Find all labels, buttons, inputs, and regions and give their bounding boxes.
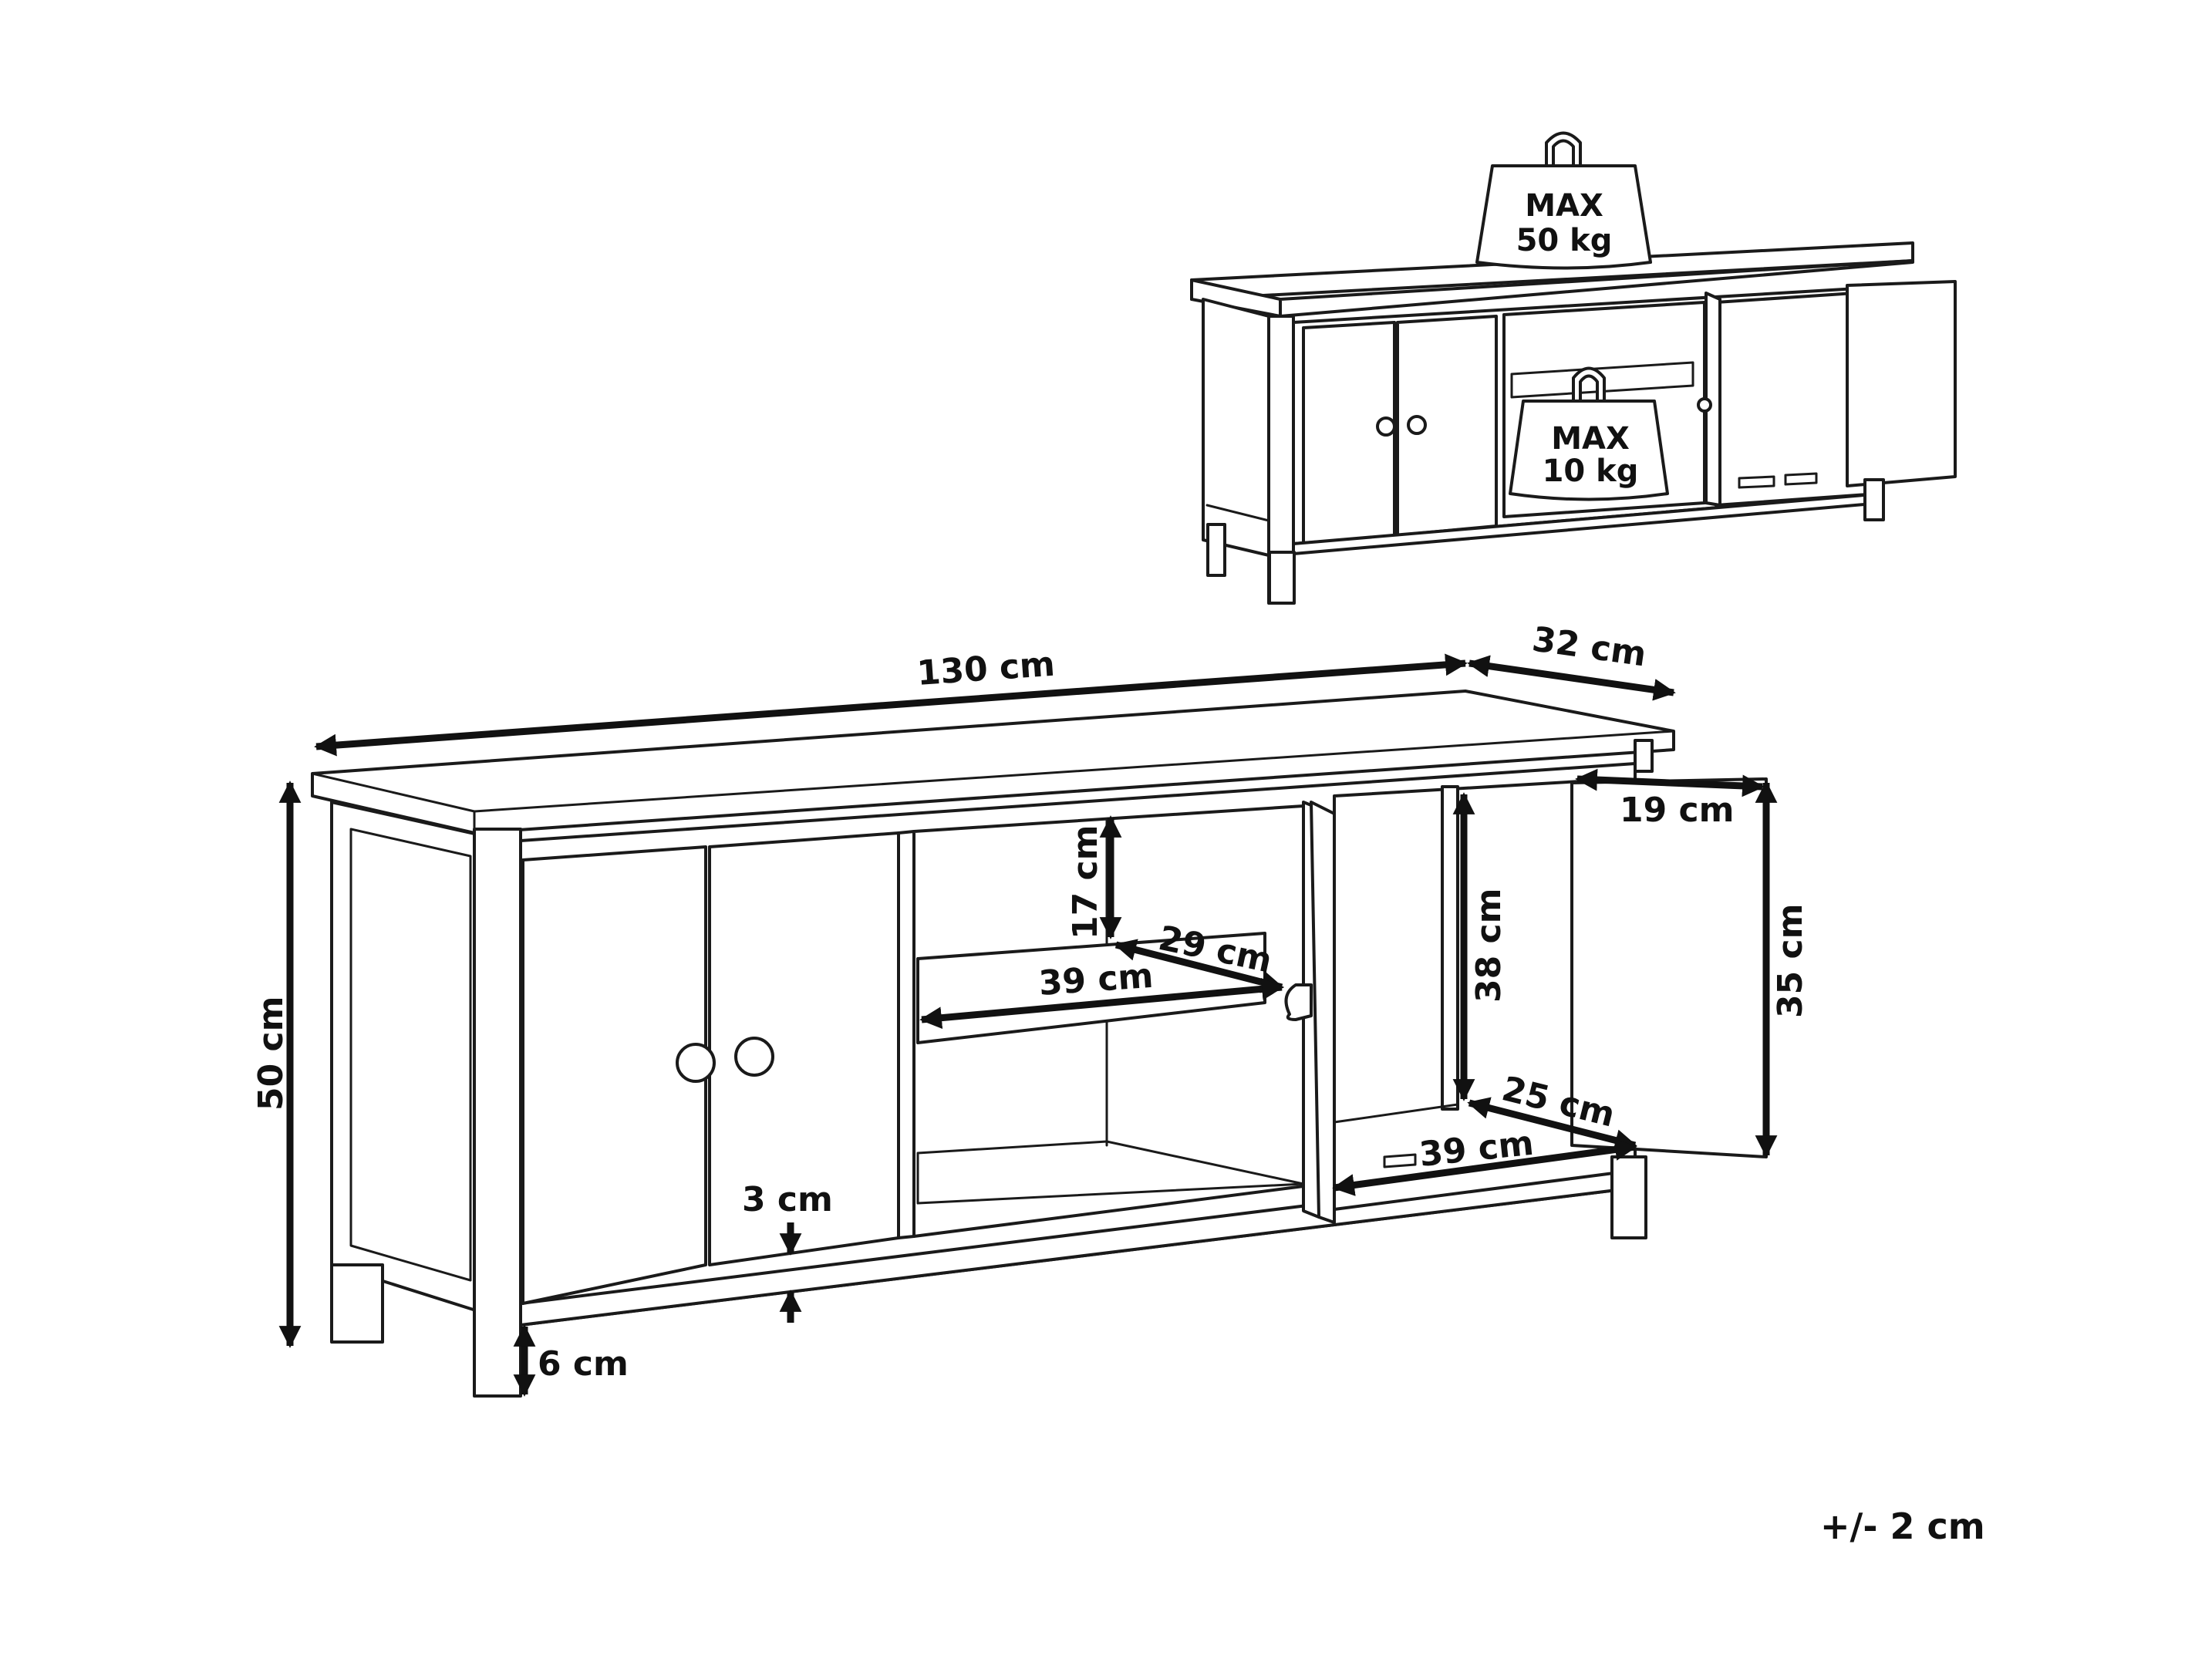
weight-top-line2: 50 kg: [1516, 223, 1613, 258]
weight-body-top: [1475, 164, 1652, 270]
weight-handle-top: [1545, 131, 1582, 167]
dimension-lines: [278, 653, 1778, 1397]
preview-open-door: [1846, 280, 1957, 487]
back-left-leg: [330, 1263, 384, 1344]
weight-icon-top: MAX 50 kg: [1475, 131, 1652, 270]
right-divider: [1441, 785, 1459, 1111]
left-side-panel: [330, 801, 480, 1313]
dim-door-width-line: [1575, 768, 1765, 797]
label-shelf-gap: 17 cm: [1066, 825, 1105, 939]
weight-body-shelf: [1509, 400, 1669, 501]
dim-bottom-depth-line: [1467, 1097, 1637, 1152]
label-door-width: 19 cm: [1620, 791, 1734, 830]
preview-knob-1: [1376, 416, 1396, 437]
label-depth: 32 cm: [1529, 619, 1648, 674]
preview-right-door-edge: [1705, 292, 1721, 507]
weight-shelf-line2: 10 kg: [1543, 454, 1639, 489]
main-cabinet: [311, 690, 1768, 1398]
label-inner-height: 38 cm: [1469, 889, 1509, 1003]
dim-shelf-width-line: [919, 977, 1284, 1030]
dim-width-line: [314, 653, 1468, 757]
label-height: 50 cm: [251, 996, 291, 1111]
label-leg-height: 6 cm: [538, 1344, 629, 1384]
knob-left-2: [734, 1037, 774, 1077]
front-right-leg: [1610, 1155, 1647, 1239]
label-panel-gap: 3 cm: [742, 1180, 833, 1219]
weight-shelf-line1: MAX: [1551, 421, 1630, 457]
preview-knob-2: [1407, 415, 1427, 435]
dim-bottom-width-line: [1332, 1138, 1637, 1196]
preview-cabinet: [1190, 241, 1957, 605]
preview-left-side: [1202, 298, 1270, 557]
tolerance-note: +/- 2 cm: [1820, 1506, 1985, 1547]
preview-shelf: [1510, 361, 1694, 399]
knob-left-1: [676, 1043, 716, 1083]
knob-center-right: [1284, 983, 1313, 1021]
label-shelf-width: 39 cm: [1037, 956, 1155, 1003]
label-door-height: 35 cm: [1771, 904, 1810, 1018]
left-door-1: [521, 845, 707, 1305]
label-width: 130 cm: [915, 645, 1056, 693]
front-left-leg: [473, 828, 522, 1398]
dim-depth-line: [1467, 655, 1676, 701]
weight-top-line1: MAX: [1525, 188, 1603, 224]
preview-leg-front: [1268, 551, 1296, 605]
preview-leg-right: [1863, 478, 1885, 521]
weight-icon-shelf: MAX 10 kg: [1509, 366, 1669, 501]
